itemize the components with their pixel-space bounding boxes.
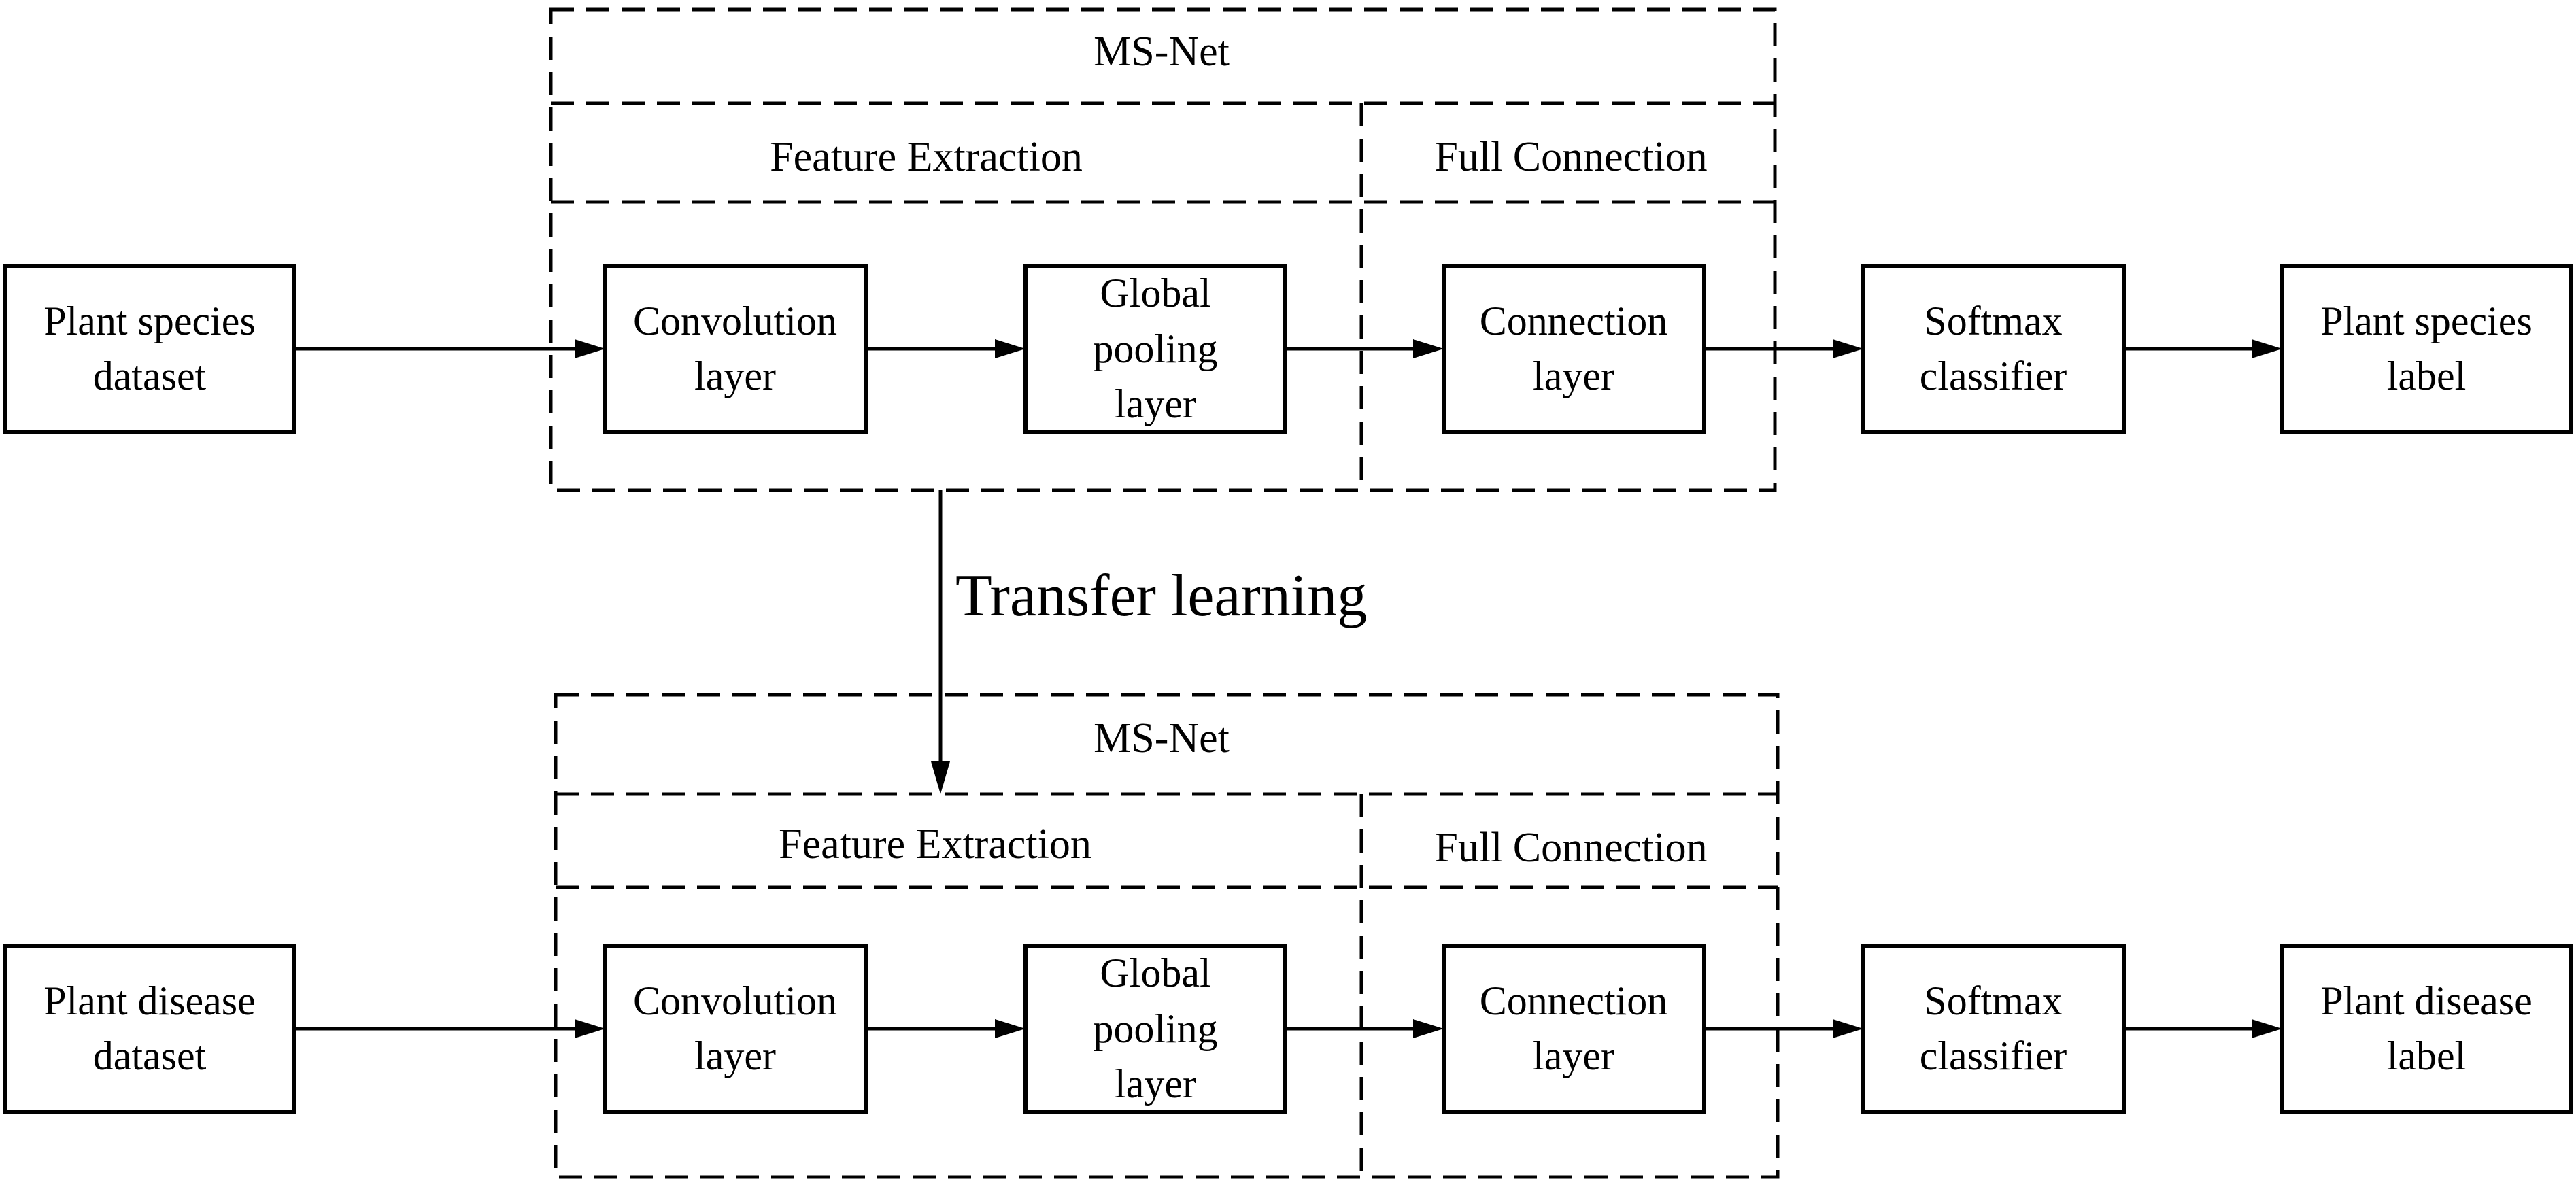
bottom-arrow-conv-to-pool xyxy=(866,1019,1026,1038)
bottom-conv-line-1: Convolution xyxy=(633,978,837,1023)
top-input-line-2: dataset xyxy=(93,354,207,398)
bottom-full-connection-title: Full Connection xyxy=(1434,825,1707,871)
top-input-box: Plant species dataset xyxy=(3,264,296,434)
top-arrow-input-to-conv xyxy=(294,339,605,358)
bottom-connection-line-2: layer xyxy=(1533,1033,1614,1078)
bottom-pooling-box: Global pooling layer xyxy=(1023,944,1287,1114)
transfer-learning-label: Transfer learning xyxy=(955,563,1367,629)
bottom-msnet-frame xyxy=(554,693,1780,1179)
bottom-pool-line-1: Global xyxy=(1100,950,1210,995)
bottom-conv-line-2: layer xyxy=(694,1033,776,1078)
bottom-output-line-1: Plant disease xyxy=(2320,978,2532,1023)
top-pool-line-2: pooling xyxy=(1093,326,1217,371)
top-pool-line-1: Global xyxy=(1100,271,1210,315)
top-connection-box: Connection layer xyxy=(1442,264,1706,434)
top-convolution-box: Convolution layer xyxy=(603,264,868,434)
top-pooling-box: Global pooling layer xyxy=(1023,264,1287,434)
transfer-learning-arrow xyxy=(931,490,950,794)
top-output-line-2: label xyxy=(2387,354,2467,398)
top-pool-line-3: layer xyxy=(1115,381,1196,426)
top-conv-line-2: layer xyxy=(694,354,776,398)
top-arrow-connection-to-softmax xyxy=(1704,339,1863,358)
top-full-connection-title: Full Connection xyxy=(1434,134,1707,180)
bottom-network-title: MS-Net xyxy=(1094,715,1230,761)
bottom-arrow-connection-to-softmax xyxy=(1704,1019,1863,1038)
top-arrow-conv-to-pool xyxy=(866,339,1026,358)
bottom-arrow-softmax-to-output xyxy=(2124,1019,2282,1038)
bottom-softmax-line-2: classifier xyxy=(1920,1033,2067,1078)
bottom-input-line-2: dataset xyxy=(93,1033,207,1078)
bottom-softmax-box: Softmax classifier xyxy=(1861,944,2126,1114)
top-pipeline: MS-Net Feature Extraction Full Connectio… xyxy=(3,7,2573,492)
bottom-arrow-input-to-conv xyxy=(294,1019,605,1038)
top-softmax-box: Softmax classifier xyxy=(1861,264,2126,434)
bottom-connection-box: Connection layer xyxy=(1442,944,1706,1114)
bottom-output-line-2: label xyxy=(2387,1033,2467,1078)
top-arrow-pool-to-connection xyxy=(1285,339,1444,358)
top-softmax-line-2: classifier xyxy=(1920,354,2067,398)
bottom-pipeline: MS-Net Feature Extraction Full Connectio… xyxy=(3,693,2573,1179)
top-output-line-1: Plant species xyxy=(2320,298,2532,343)
bottom-convolution-box: Convolution layer xyxy=(603,944,868,1114)
bottom-input-box: Plant disease dataset xyxy=(3,944,296,1114)
top-msnet-frame xyxy=(549,7,1777,492)
top-conv-line-1: Convolution xyxy=(633,298,837,343)
bottom-pool-line-2: pooling xyxy=(1093,1006,1217,1051)
bottom-pool-line-3: layer xyxy=(1115,1061,1196,1106)
top-connection-line-2: layer xyxy=(1533,354,1614,398)
top-input-line-1: Plant species xyxy=(44,298,256,343)
bottom-input-line-1: Plant disease xyxy=(44,978,256,1023)
top-feature-extraction-title: Feature Extraction xyxy=(770,134,1083,180)
bottom-output-box: Plant disease label xyxy=(2280,944,2573,1114)
bottom-arrow-pool-to-connection xyxy=(1285,1019,1444,1038)
top-softmax-line-1: Softmax xyxy=(1924,298,2062,343)
top-connection-line-1: Connection xyxy=(1480,298,1668,343)
top-arrow-softmax-to-output xyxy=(2124,339,2282,358)
bottom-connection-line-1: Connection xyxy=(1480,978,1668,1023)
bottom-feature-extraction-title: Feature Extraction xyxy=(779,821,1091,868)
bottom-softmax-line-1: Softmax xyxy=(1924,978,2062,1023)
top-network-title: MS-Net xyxy=(1094,29,1230,75)
top-output-box: Plant species label xyxy=(2280,264,2573,434)
